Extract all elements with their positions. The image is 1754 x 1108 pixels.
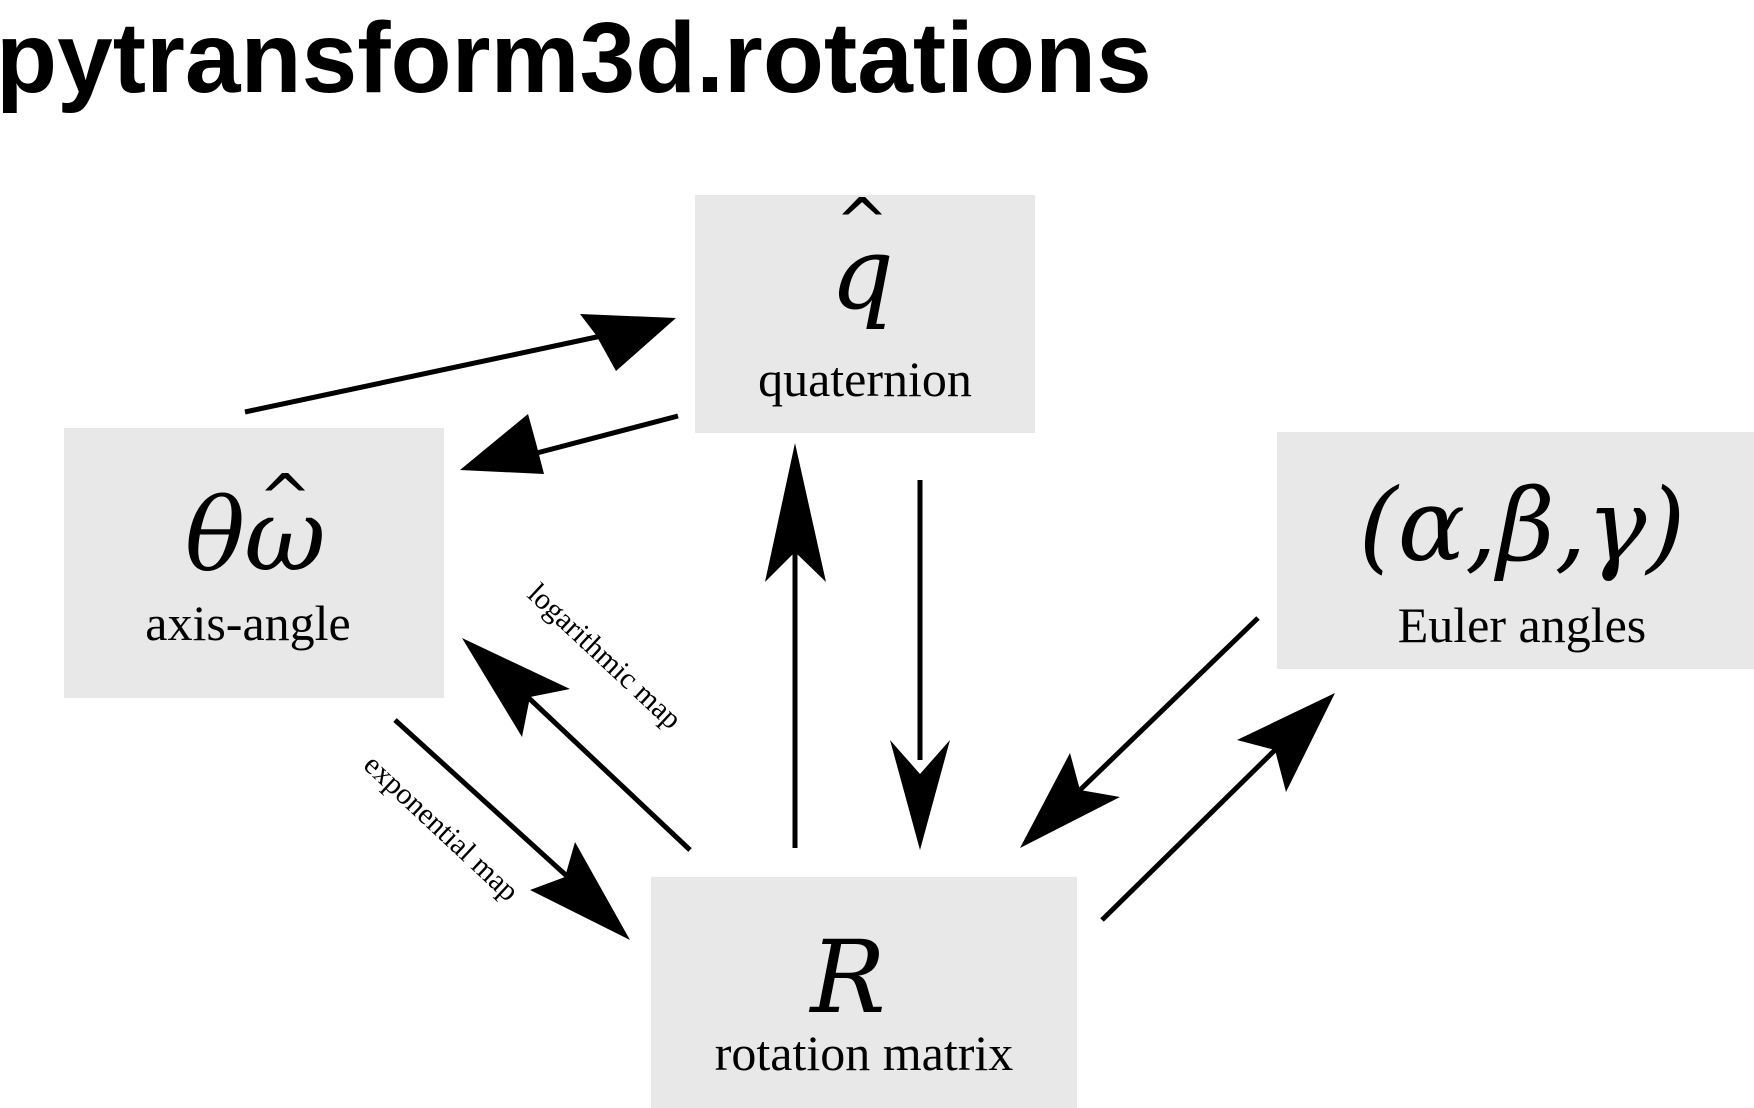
rotation-matrix-symbol: R: [808, 919, 885, 1036]
quaternion-symbol: q: [830, 215, 894, 332]
euler-angles-box: [1277, 432, 1754, 669]
rotation-matrix-box: [651, 877, 1077, 1108]
edge-label-exponential-map: exponential map: [357, 748, 525, 908]
arrow-quaternion-to-axis-angle-head: [460, 414, 544, 474]
arrow-rotation-matrix-to-euler-head: [1237, 693, 1335, 792]
arrow-rotation-matrix-to-euler: [1100, 693, 1335, 922]
arrow-euler-to-rotation-matrix-head: [1020, 753, 1120, 848]
euler-angles-symbol: (α,β,γ): [1359, 467, 1686, 584]
arrow-rotation-matrix-to-axis-angle-line: [513, 683, 692, 852]
arrow-rotation-matrix-to-quaternion-head: [765, 443, 826, 582]
quaternion-label: quaternion: [758, 351, 972, 407]
axis-angle-hat: ^: [258, 462, 312, 536]
rotation-matrix-node: R rotation matrix: [651, 877, 1077, 1108]
axis-angle-node: θ ^ ω axis-angle: [64, 428, 444, 698]
arrow-quaternion-to-rotation-matrix-head: [890, 740, 950, 850]
quaternion-hat: ^: [835, 186, 889, 260]
arrow-axis-angle-to-rotation-matrix-line: [393, 718, 582, 890]
arrow-quaternion-to-rotation-matrix: [890, 480, 950, 850]
arrow-axis-angle-to-rotation-matrix-head: [530, 842, 630, 940]
arrow-axis-angle-to-quaternion-line: [244, 329, 621, 415]
arrow-euler-to-rotation-matrix: [1020, 616, 1260, 848]
page-title: pytransform3d.rotations: [0, 2, 1152, 114]
arrow-euler-to-rotation-matrix-line: [1078, 616, 1260, 792]
axis-angle-theta: θ: [185, 477, 245, 594]
arrow-rotation-matrix-to-quaternion: [765, 443, 826, 848]
arrow-quaternion-to-axis-angle: [460, 413, 679, 474]
arrow-axis-angle-to-quaternion-head: [580, 314, 676, 371]
arrow-axis-angle-to-quaternion: [244, 314, 676, 415]
axis-angle-box: [64, 428, 444, 698]
arrow-rotation-matrix-to-axis-angle-head: [462, 638, 570, 737]
euler-angles-label: Euler angles: [1398, 597, 1647, 653]
arrow-rotation-matrix-to-euler-line: [1100, 748, 1277, 922]
quaternion-box: [695, 195, 1035, 433]
axis-angle-omega: ω: [244, 477, 326, 594]
arrow-rotation-matrix-to-axis-angle: [462, 638, 692, 852]
quaternion-node: ^ q quaternion: [695, 186, 1035, 433]
axis-angle-label: axis-angle: [145, 595, 350, 651]
rotation-matrix-label: rotation matrix: [715, 1025, 1014, 1081]
arrow-axis-angle-to-rotation-matrix: [393, 718, 630, 940]
euler-angles-node: (α,β,γ) Euler angles: [1277, 432, 1754, 669]
